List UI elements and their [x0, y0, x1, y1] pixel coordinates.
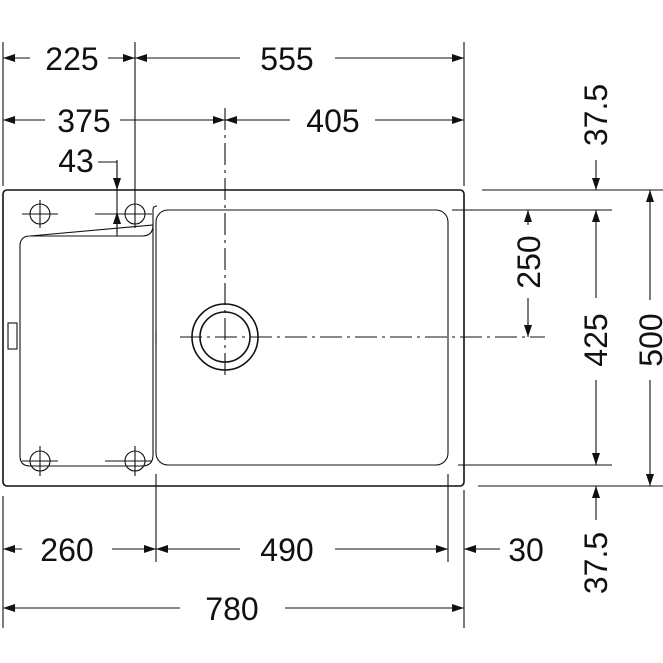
dim-bowl-to-drain: 250 [511, 235, 547, 288]
dim-bowl-depth: 425 [578, 313, 614, 366]
dim-top-margin: 37.5 [578, 84, 614, 146]
dim-total-depth: 500 [633, 313, 663, 366]
dim-left-to-center: 375 [57, 103, 110, 139]
sink-outline [2, 189, 465, 487]
dim-top-right-width: 555 [260, 41, 313, 77]
dim-bottom-margin: 37.5 [578, 532, 614, 594]
fixing-mark-bottom-left-icon [22, 446, 58, 476]
fixing-mark-bottom-right-icon [105, 446, 152, 476]
overflow-slot [7, 322, 18, 350]
dim-top-left-width: 225 [45, 41, 98, 77]
dim-center-to-right: 405 [306, 103, 359, 139]
dim-tap-offset: 43 [58, 143, 94, 179]
dim-total-width: 780 [205, 591, 258, 627]
dim-bowl-width: 490 [260, 532, 313, 568]
tap-hole-left-icon [22, 200, 58, 228]
drainer-area [19, 205, 158, 467]
dim-right-rim: 30 [508, 532, 544, 568]
tap-hole-center-icon [95, 200, 152, 228]
dim-drainer-width: 260 [40, 532, 93, 568]
